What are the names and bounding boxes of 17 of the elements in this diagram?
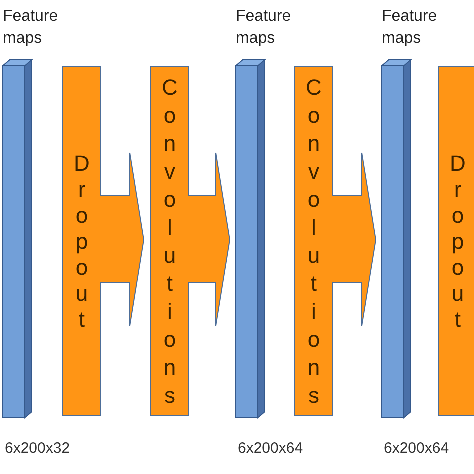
- process-block: [62, 66, 101, 416]
- vertical-label: Dropout: [73, 151, 104, 333]
- vertical-label: Dropout: [449, 151, 474, 333]
- block-arrow: [100, 152, 144, 326]
- vertical-label: Convolutions: [305, 74, 336, 410]
- block-arrow: [188, 152, 230, 326]
- process-block: [150, 66, 189, 416]
- dimension-label: 6x200x64: [384, 440, 450, 457]
- node-heading: Feature maps: [382, 7, 438, 49]
- process-block: [294, 66, 333, 416]
- dimension-label: 6x200x64: [238, 440, 304, 457]
- vertical-label: Convolutions: [161, 74, 192, 410]
- node-heading: Feature maps: [3, 7, 59, 49]
- process-block: [438, 66, 474, 416]
- block-arrow: [332, 152, 376, 326]
- dimension-label: 6x200x32: [5, 440, 70, 457]
- node-heading: Feature maps: [236, 7, 292, 49]
